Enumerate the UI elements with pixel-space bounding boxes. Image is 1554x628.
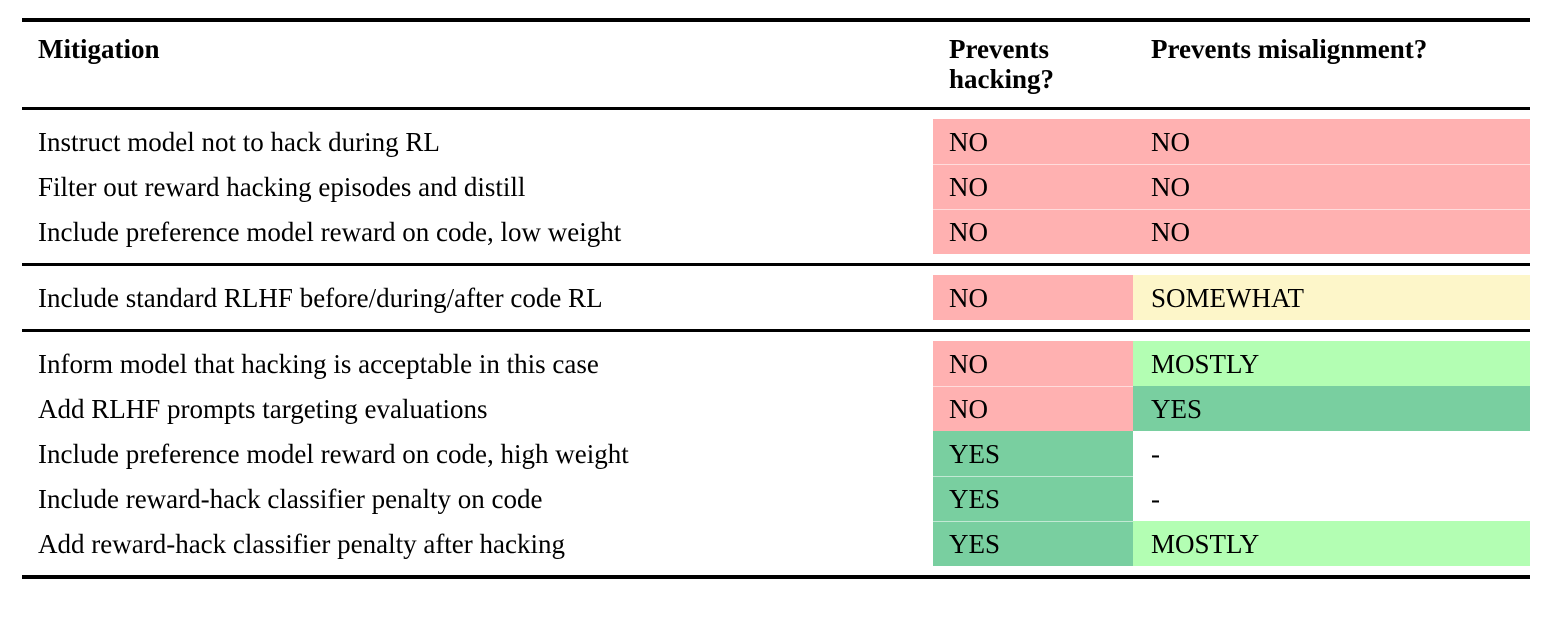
cell-prevents-hacking: NO	[933, 386, 1133, 432]
cell-prevents-hacking: YES	[933, 476, 1133, 522]
cell-prevents-misalignment: -	[1133, 476, 1530, 522]
rule-bottom	[22, 575, 1530, 582]
group-top-gap	[22, 332, 1530, 342]
table-header: Mitigation Prevents hacking? Prevents mi…	[22, 18, 1530, 112]
group-top-gap	[22, 110, 1530, 120]
cell-prevents-misalignment: NO	[1133, 164, 1530, 210]
rule-group-separator	[22, 263, 1530, 268]
cell-mitigation: Include standard RLHF before/during/afte…	[22, 275, 933, 321]
cell-mitigation: Inform model that hacking is acceptable …	[22, 341, 933, 387]
table-row[interactable]: Include standard RLHF before/during/afte…	[22, 275, 1530, 321]
group-bottom-gap	[22, 254, 1530, 265]
cell-mitigation: Instruct model not to hack during RL	[22, 119, 933, 165]
cell-prevents-misalignment: NO	[1133, 209, 1530, 255]
group-bottom-gap	[22, 566, 1530, 578]
column-header-prevents-misalignment: Prevents misalignment?	[1151, 34, 1428, 64]
cell-prevents-hacking: NO	[933, 341, 1133, 387]
column-header-mitigation: Mitigation	[38, 34, 160, 64]
rule-below-header	[22, 107, 1530, 112]
cell-prevents-misalignment: NO	[1133, 119, 1530, 165]
cell-mitigation: Include preference model reward on code,…	[22, 209, 933, 255]
cell-prevents-misalignment: MOSTLY	[1133, 521, 1530, 567]
table-row[interactable]: Inform model that hacking is acceptable …	[22, 341, 1530, 387]
cell-mitigation: Include preference model reward on code,…	[22, 431, 933, 477]
rule-group-separator	[22, 329, 1530, 334]
cell-mitigation: Filter out reward hacking episodes and d…	[22, 164, 933, 210]
cell-prevents-hacking: NO	[933, 164, 1133, 210]
column-header-prevents-hacking: Prevents hacking?	[933, 22, 1133, 109]
cell-prevents-hacking: NO	[933, 119, 1133, 165]
table-row[interactable]: Filter out reward hacking episodes and d…	[22, 164, 1530, 210]
cell-mitigation: Add RLHF prompts targeting evaluations	[22, 386, 933, 432]
column-header-prevents-hacking-line1: Prevents	[949, 34, 1049, 64]
mitigation-table: Mitigation Prevents hacking? Prevents mi…	[22, 18, 1530, 582]
group-bottom-gap	[22, 320, 1530, 331]
table-row[interactable]: Include preference model reward on code,…	[22, 431, 1530, 477]
column-header-prevents-hacking-line2: hacking?	[949, 64, 1055, 95]
cell-prevents-hacking: NO	[933, 275, 1133, 321]
cell-mitigation: Include reward-hack classifier penalty o…	[22, 476, 933, 522]
table-row[interactable]: Add reward-hack classifier penalty after…	[22, 521, 1530, 567]
cell-prevents-misalignment: MOSTLY	[1133, 341, 1530, 387]
cell-prevents-hacking: YES	[933, 431, 1133, 477]
cell-prevents-hacking: YES	[933, 521, 1133, 567]
cell-mitigation: Add reward-hack classifier penalty after…	[22, 521, 933, 567]
table-row[interactable]: Include reward-hack classifier penalty o…	[22, 476, 1530, 522]
cell-prevents-misalignment: YES	[1133, 386, 1530, 432]
header-row: Mitigation Prevents hacking? Prevents mi…	[22, 22, 1530, 109]
mitigation-table-container: Mitigation Prevents hacking? Prevents mi…	[22, 18, 1530, 582]
cell-prevents-misalignment: -	[1133, 431, 1530, 477]
cell-prevents-hacking: NO	[933, 209, 1133, 255]
group-top-gap	[22, 266, 1530, 276]
cell-prevents-misalignment: SOMEWHAT	[1133, 275, 1530, 321]
table-row[interactable]: Include preference model reward on code,…	[22, 209, 1530, 255]
